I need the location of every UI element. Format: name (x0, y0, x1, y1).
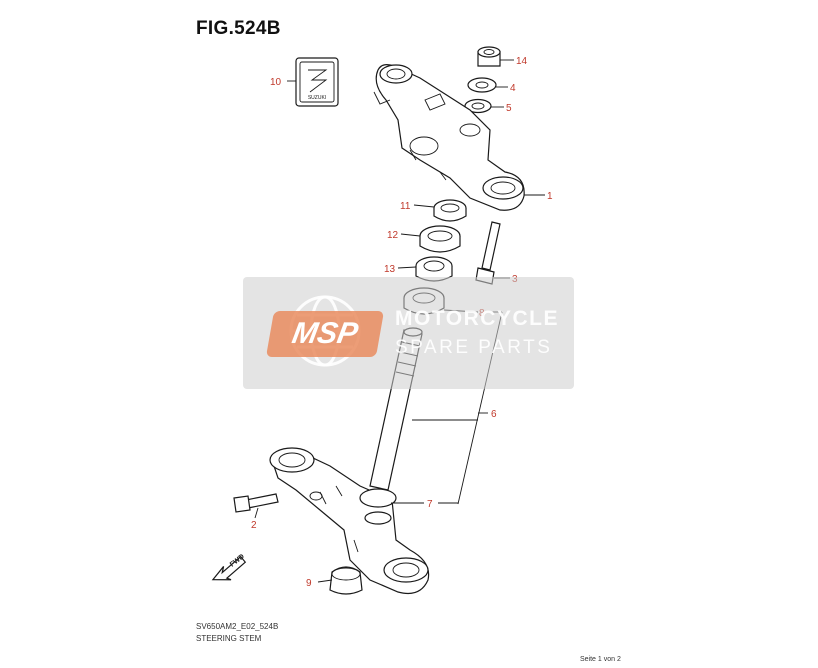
callout-10: 10 (270, 77, 282, 88)
part-9-cap[interactable] (329, 566, 363, 595)
watermark-badge: MSP (265, 311, 385, 357)
model-code: SV650AM2_E02_524B (196, 622, 279, 631)
part-12-dust-seal[interactable] (419, 225, 461, 253)
diagram-subtitle: STEERING STEM (196, 634, 262, 643)
part-4-washer[interactable] (467, 77, 497, 93)
part-7-dust-seal[interactable] (364, 511, 392, 525)
callout-9: 9 (306, 578, 312, 589)
watermark-line1: MOTORCYCLE (395, 307, 559, 330)
page-info: Seite 1 von 2 (580, 656, 621, 663)
callout-4: 4 (510, 83, 516, 94)
callout-11: 11 (400, 201, 411, 212)
callout-5: 5 (506, 103, 512, 114)
callout-7: 7 (427, 499, 433, 510)
part-2-bolt[interactable] (233, 493, 279, 513)
emblem-text: SUZUKI (308, 95, 326, 101)
watermark: MSP MOTORCYCLE SPARE PARTS (243, 277, 574, 389)
watermark-line2: SPARE PARTS (395, 337, 553, 358)
part-1-upper-bracket[interactable] (373, 64, 525, 211)
callout-14: 14 (516, 56, 528, 67)
callout-2: 2 (251, 520, 257, 531)
part-5-washer[interactable] (464, 98, 492, 114)
callout-12: 12 (387, 230, 399, 241)
callout-6: 6 (491, 409, 497, 420)
part-14-stem-nut[interactable] (477, 46, 501, 67)
part-11-lock-nut[interactable] (433, 199, 467, 222)
figure-title: FIG.524B (196, 18, 281, 39)
forward-arrow-icon: FWD (211, 553, 247, 581)
part-3-bolt[interactable] (475, 221, 501, 285)
part-10-emblem[interactable]: SUZUKI (295, 57, 339, 107)
callout-1: 1 (547, 191, 553, 202)
callout-13: 13 (384, 264, 396, 275)
